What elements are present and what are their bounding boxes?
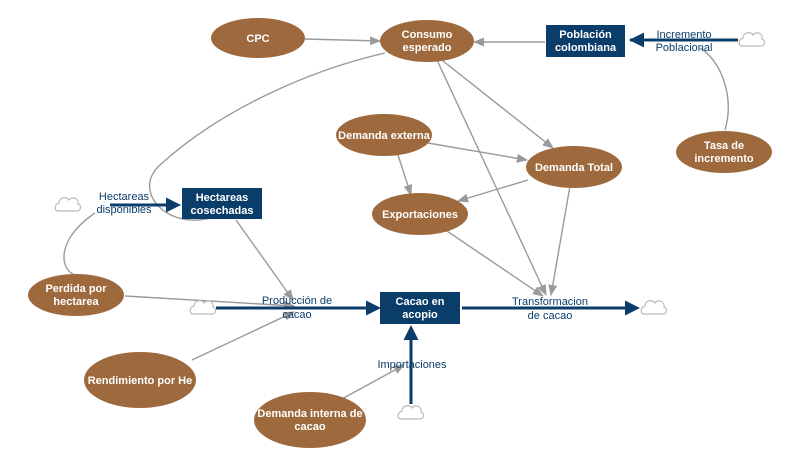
link-dinterna-importaciones (339, 364, 405, 401)
stock-cacao-acopio[interactable]: Cacao en acopio (380, 292, 460, 324)
link-cosechadas-produccion (235, 219, 294, 301)
perdida-label-1: Perdida por (45, 283, 107, 295)
hect-disp-label-2: disponibles (96, 204, 152, 216)
transformacion-label-1: Transformacion (512, 296, 588, 308)
demanda-interna-label-1: Demanda interna de (257, 408, 362, 420)
aux-demanda-externa[interactable]: Demanda externa (336, 114, 432, 156)
produccion-label-2: cacao (282, 309, 311, 321)
perdida-label-2: hectarea (53, 296, 99, 308)
link-consumo-transformacion (436, 59, 547, 297)
link-dext-demanda-total (427, 142, 529, 163)
cloud-icon (738, 32, 766, 47)
demanda-interna-label-2: cacao (294, 421, 325, 433)
link-dtotal-exportaciones (456, 179, 529, 203)
tasa-label-1: Tasa de (704, 140, 744, 152)
incremento-label-2: Poblacional (656, 42, 713, 54)
rendimiento-label: Rendimiento por He (88, 375, 193, 387)
produccion-label-1: Producción de (262, 295, 332, 307)
cacao-acopio-label-1: Cacao en (396, 296, 445, 308)
link-tasa-incremento (699, 47, 729, 131)
hect-cos-label-2: cosechadas (191, 205, 254, 217)
cloud-icon (189, 300, 217, 315)
aux-consumo-esperado[interactable]: Consumo esperado (380, 20, 474, 62)
link-dtotal-transformacion (548, 185, 571, 297)
hect-disp-label-1: Hectareas (99, 191, 150, 203)
stock-hectareas-cosechadas[interactable]: Hectareas cosechadas (182, 188, 262, 219)
tasa-label-2: incremento (694, 153, 754, 165)
transformacion-label-2: de cacao (528, 310, 573, 322)
aux-demanda-total[interactable]: Demanda Total (526, 146, 622, 188)
cloud-icon (640, 300, 668, 315)
consumo-label-2: esperado (403, 42, 452, 54)
link-consumo-hectareas (148, 52, 386, 221)
flows (110, 32, 738, 404)
cloud-icon (397, 405, 425, 420)
demanda-externa-label: Demanda externa (338, 130, 431, 142)
cacao-acopio-label-2: acopio (402, 309, 438, 321)
aux-exportaciones[interactable]: Exportaciones (372, 193, 468, 235)
aux-tasa-incremento[interactable]: Tasa de incremento (676, 131, 772, 173)
poblacion-label-2: colombiana (555, 42, 617, 54)
hect-cos-label-1: Hectareas (196, 192, 249, 204)
rate-labels: Incremento Poblacional Hectareas disponi… (96, 29, 712, 371)
clouds (54, 32, 766, 420)
link-cpc-consumo (304, 36, 382, 46)
link-dext-exportaciones (397, 154, 413, 197)
cpc-label: CPC (246, 33, 269, 45)
aux-perdida-hectarea[interactable]: Perdida por hectarea (28, 274, 124, 316)
incremento-label-1: Incremento (656, 29, 711, 41)
exportaciones-label: Exportaciones (382, 209, 458, 221)
link-consumo-demanda-total (437, 56, 554, 149)
importaciones-label: Importaciones (377, 359, 447, 371)
cloud-icon (54, 197, 82, 212)
demanda-total-label: Demanda Total (535, 162, 613, 174)
aux-rendimiento[interactable]: Rendimiento por He (84, 352, 196, 408)
aux-cpc[interactable]: CPC (211, 18, 305, 58)
link-rendimiento-produccion (191, 311, 296, 361)
link-exportaciones-transformacion (443, 228, 544, 297)
poblacion-label-1: Población (559, 29, 612, 41)
stock-poblacion[interactable]: Población colombiana (546, 25, 625, 57)
aux-demanda-interna[interactable]: Demanda interna de cacao (254, 392, 366, 448)
consumo-label-1: Consumo (402, 29, 453, 41)
link-hect-disp-perdida (63, 212, 96, 276)
